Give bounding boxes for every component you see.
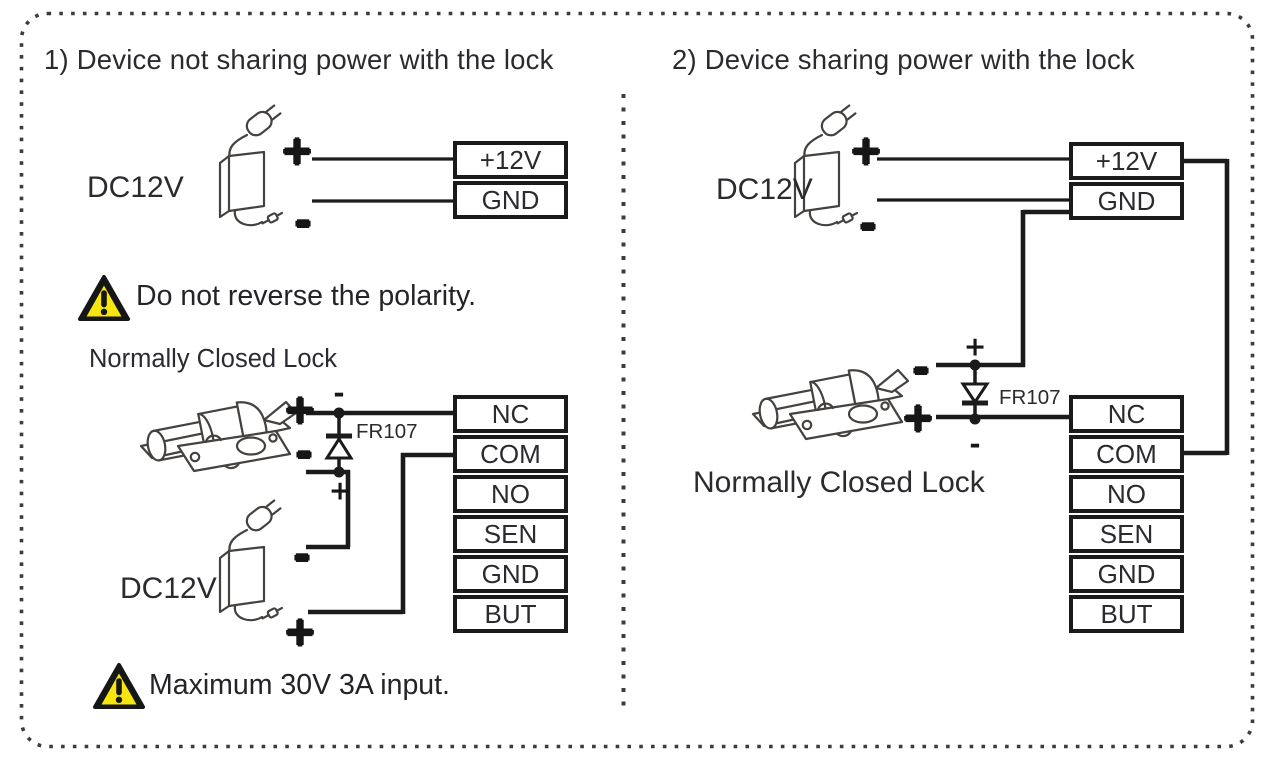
left-relay-terminal-block: NC COM NO SEN GND BUT xyxy=(453,395,568,633)
terminal-cell-gnd: GND xyxy=(453,555,568,593)
left-lock-psu-plus-mark: + xyxy=(283,609,317,655)
right-lock-caption: Normally Closed Lock xyxy=(693,466,985,499)
terminal-cell-com: COM xyxy=(453,435,568,473)
right-psu-minus-mark: - xyxy=(859,202,877,248)
left-psu-plus-mark: + xyxy=(280,128,314,174)
bolt-lock-icon xyxy=(751,364,910,447)
terminal-cell-12v: +12V xyxy=(453,141,568,179)
terminal-cell-no: NO xyxy=(453,475,568,513)
terminal-cell-gnd: GND xyxy=(1069,182,1184,220)
left-diode-fr107 xyxy=(324,407,354,478)
warning-triangle-icon xyxy=(80,277,128,319)
left-diode-cathode-mark: - xyxy=(333,378,345,410)
left-lock-plus-mark: + xyxy=(283,387,317,433)
terminal-cell-but: BUT xyxy=(453,595,568,633)
left-diode-triangle xyxy=(324,436,354,460)
left-psu-minus-mark: - xyxy=(294,199,312,245)
left-junction-dot-top xyxy=(333,407,345,419)
left-diode-label: FR107 xyxy=(356,420,418,443)
right-diode-triangle xyxy=(960,382,990,405)
right-wires xyxy=(877,157,1230,456)
right-diode-anode-mark: + xyxy=(963,331,987,363)
right-psu-label: DC12V xyxy=(716,173,813,206)
terminal-cell-no: NO xyxy=(1069,475,1184,513)
right-lock-minus-mark: - xyxy=(912,346,930,392)
right-section-title: 2) Device sharing power with the lock xyxy=(672,44,1135,75)
dotted-page-border xyxy=(19,11,1255,749)
right-diode-fr107 xyxy=(960,359,990,425)
right-junction-dot-top xyxy=(969,359,981,371)
left-junction-dot-bottom xyxy=(333,466,345,478)
terminal-cell-nc: NC xyxy=(1069,395,1184,433)
right-junction-dot-bottom xyxy=(969,413,981,425)
right-diode-label: FR107 xyxy=(999,386,1061,409)
left-lock-psu-minus-mark: - xyxy=(293,533,311,579)
polarity-warning-text: Do not reverse the polarity. xyxy=(136,280,477,312)
left-power-terminal-block: +12V GND xyxy=(453,141,568,219)
right-lock-plus-mark: + xyxy=(901,395,935,441)
terminal-cell-sen: SEN xyxy=(453,515,568,553)
power-adapter-icon xyxy=(218,103,285,228)
right-relay-terminal-block: NC COM NO SEN GND BUT xyxy=(1069,395,1184,633)
power-adapter-icon xyxy=(218,498,285,623)
bolt-lock-icon xyxy=(139,396,298,479)
left-lock-caption: Normally Closed Lock xyxy=(89,345,338,373)
right-diode-cathode-mark: - xyxy=(969,429,981,461)
terminal-cell-sen: SEN xyxy=(1069,515,1184,553)
right-power-terminal-block: +12V GND xyxy=(1069,142,1184,220)
left-lock-minus-mark: - xyxy=(295,430,313,476)
terminal-cell-gnd: GND xyxy=(453,181,568,219)
left-lock-psu-label: DC12V xyxy=(120,572,217,605)
terminal-cell-nc: NC xyxy=(453,395,568,433)
left-wires xyxy=(306,157,457,615)
right-psu-plus-mark: + xyxy=(849,128,883,174)
terminal-cell-gnd: GND xyxy=(1069,555,1184,593)
left-diode-anode-mark: + xyxy=(328,475,352,507)
left-section-title: 1) Device not sharing power with the loc… xyxy=(44,44,554,75)
terminal-cell-com: COM xyxy=(1069,435,1184,473)
warning-triangle-icon xyxy=(95,665,143,707)
terminal-cell-but: BUT xyxy=(1069,595,1184,633)
left-psu-label: DC12V xyxy=(87,171,184,204)
terminal-cell-12v: +12V xyxy=(1069,142,1184,180)
input-warning-text: Maximum 30V 3A input. xyxy=(149,669,450,701)
